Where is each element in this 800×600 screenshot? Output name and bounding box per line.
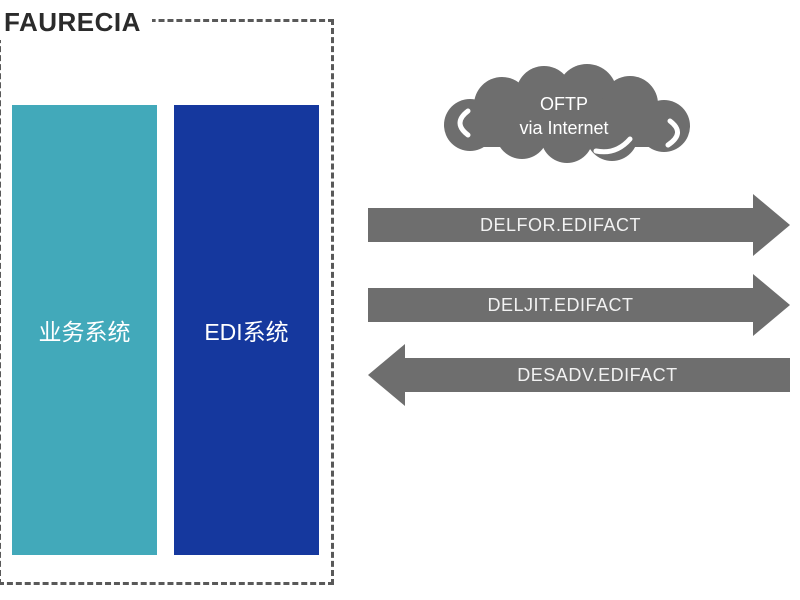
- arrow-delfor-label: DELFOR.EDIFACT: [368, 208, 753, 242]
- arrow-deljit-label: DELJIT.EDIFACT: [368, 288, 753, 322]
- edi-system-box: EDI系统: [174, 105, 319, 555]
- arrow-deljit-edifact: DELJIT.EDIFACT: [368, 274, 790, 336]
- business-system-box: 业务系统: [12, 105, 157, 555]
- arrow-left-head-icon: [368, 344, 405, 406]
- company-label: FAURECIA: [0, 4, 152, 40]
- arrow-desadv-label: DESADV.EDIFACT: [405, 358, 790, 392]
- cloud-label: OFTP via Internet: [432, 92, 696, 140]
- oftp-cloud: OFTP via Internet: [432, 62, 704, 170]
- arrow-right-head-icon: [753, 274, 790, 336]
- arrow-delfor-edifact: DELFOR.EDIFACT: [368, 194, 790, 256]
- arrow-right-head-icon: [753, 194, 790, 256]
- faurecia-boundary-box: [0, 19, 334, 585]
- cloud-label-line2: via Internet: [519, 118, 609, 138]
- cloud-icon: [444, 64, 690, 163]
- arrow-desadv-edifact: DESADV.EDIFACT: [368, 344, 790, 406]
- cloud-label-line1: OFTP: [540, 94, 588, 114]
